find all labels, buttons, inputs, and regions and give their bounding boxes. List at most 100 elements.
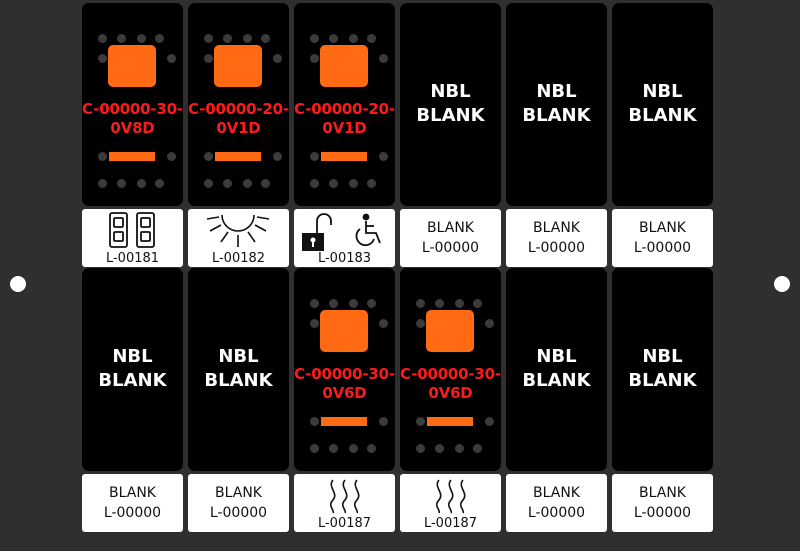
indicator-dot	[367, 179, 376, 188]
dual-rectangles-icon	[82, 211, 183, 251]
heat-waves-icon	[400, 476, 501, 516]
part-number-line2: 0V6D	[322, 384, 367, 402]
indicator-dot	[349, 444, 358, 453]
indicator-bar	[427, 417, 473, 426]
switch-label: L-00182	[188, 209, 289, 267]
indicator-dot	[273, 54, 282, 63]
indicator-dot	[329, 444, 338, 453]
indicator-dot	[310, 179, 319, 188]
label-code: L-00000	[527, 240, 586, 256]
lock-wheelchair-icon	[294, 211, 395, 251]
blank-text-line2: BLANK	[522, 370, 591, 391]
blank-rocker-text: NBL BLANK	[506, 80, 607, 128]
blank-text-line2: BLANK	[204, 370, 273, 391]
switch-label: L-00187	[294, 474, 395, 532]
indicator-dot	[329, 179, 338, 188]
rocker-switch[interactable]: C-00000-30-0V6D	[294, 268, 395, 471]
indicator-dot	[379, 417, 388, 426]
indicator-dot	[473, 299, 482, 308]
indicator-dot	[98, 54, 107, 63]
indicator-bar	[109, 152, 155, 161]
indicator-dot	[310, 417, 319, 426]
indicator-dot	[204, 179, 213, 188]
label-code: L-00000	[421, 240, 480, 256]
indicator-dot	[117, 34, 126, 43]
label-code: L-00187	[317, 516, 372, 531]
switch-position: C-00000-30-0V8D L-00181	[82, 3, 183, 268]
blank-text-line1: NBL	[430, 81, 471, 102]
blank-text-line1: NBL	[112, 346, 153, 367]
label-text: BLANK	[639, 220, 686, 236]
rocker-switch[interactable]: C-00000-30-0V8D	[82, 3, 183, 206]
indicator-dot	[273, 152, 282, 161]
rocker-switch[interactable]: C-00000-30-0V6D	[400, 268, 501, 471]
indicator-dot	[137, 34, 146, 43]
indicator-dot	[455, 444, 464, 453]
part-number-line1: C-00000-20-	[188, 100, 289, 118]
blank-text-line2: BLANK	[522, 105, 591, 126]
indicator-lamp	[108, 45, 156, 87]
indicator-dot	[349, 299, 358, 308]
blank-text-line1: NBL	[642, 81, 683, 102]
blank-rocker-switch[interactable]: NBL BLANK	[506, 3, 607, 206]
rocker-switch[interactable]: C-00000-20-0V1D	[188, 3, 289, 206]
label-code: L-00181	[105, 251, 160, 266]
indicator-dot	[98, 179, 107, 188]
indicator-dot	[155, 34, 164, 43]
part-number-line2: 0V6D	[428, 384, 473, 402]
blank-text-line1: NBL	[536, 81, 577, 102]
part-number-line1: C-00000-30-	[82, 100, 183, 118]
switch-position: C-00000-20-0V1D L-00183	[294, 3, 395, 268]
indicator-dot	[473, 444, 482, 453]
label-text: BLANK	[109, 485, 156, 501]
part-number: C-00000-30-0V6D	[294, 365, 395, 403]
indicator-bar	[215, 152, 261, 161]
indicator-lamp	[320, 310, 368, 352]
label-text: BLANK	[639, 485, 686, 501]
blank-text-line2: BLANK	[98, 370, 167, 391]
label-text: BLANK	[427, 220, 474, 236]
indicator-dot	[137, 179, 146, 188]
right-mount-hole	[774, 276, 790, 292]
indicator-dot	[204, 152, 213, 161]
label-code: L-00183	[317, 251, 372, 266]
switch-label: BLANK L-00000	[400, 209, 501, 267]
indicator-dot	[310, 319, 319, 328]
indicator-dot	[416, 417, 425, 426]
indicator-dot	[367, 299, 376, 308]
part-number-line2: 0V1D	[216, 119, 261, 137]
blank-text-line2: BLANK	[628, 370, 697, 391]
label-code: L-00000	[103, 505, 162, 521]
blank-rocker-switch[interactable]: NBL BLANK	[82, 268, 183, 471]
part-number: C-00000-20-0V1D	[188, 100, 289, 138]
label-code: L-00000	[527, 505, 586, 521]
indicator-dot	[367, 444, 376, 453]
indicator-dot	[310, 152, 319, 161]
indicator-lamp	[214, 45, 262, 87]
indicator-dot	[310, 299, 319, 308]
part-number-line2: 0V8D	[110, 119, 155, 137]
indicator-dot	[223, 34, 232, 43]
blank-rocker-text: NBL BLANK	[82, 345, 183, 393]
left-mount-hole	[10, 276, 26, 292]
indicator-dot	[204, 54, 213, 63]
label-text: BLANK	[215, 485, 262, 501]
label-code: L-00000	[633, 240, 692, 256]
switch-position: C-00000-30-0V6D L-00187	[294, 268, 395, 533]
rocker-switch[interactable]: C-00000-20-0V1D	[294, 3, 395, 206]
indicator-dot	[329, 299, 338, 308]
